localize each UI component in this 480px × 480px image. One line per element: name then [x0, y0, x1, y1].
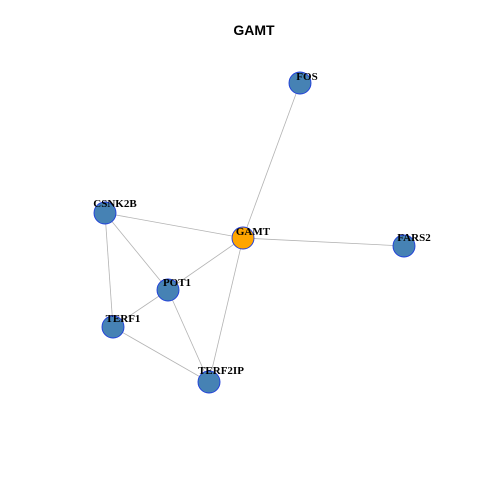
edge-gamt-fos [242, 82, 301, 239]
node-gamt[interactable] [231, 226, 255, 250]
edge-csnk2b-terf1 [104, 212, 114, 328]
nodes-layer [93, 71, 416, 394]
node-fars2[interactable] [392, 234, 416, 258]
edge-csnk2b-pot1 [104, 212, 169, 291]
node-label-csnk2b: CSNK2B [93, 198, 137, 210]
edge-gamt-terf2ip [208, 237, 244, 383]
edge-gamt-pot1 [167, 237, 244, 291]
node-fos[interactable] [288, 71, 312, 95]
node-label-fos: FOS [296, 71, 317, 83]
node-label-terf1: TERF1 [106, 313, 141, 325]
edge-gamt-csnk2b [104, 212, 244, 239]
edge-terf1-terf2ip [112, 326, 210, 383]
node-label-fars2: FARS2 [397, 232, 431, 244]
node-csnk2b[interactable] [93, 201, 117, 225]
diagram-title: GAMT [233, 22, 275, 38]
node-label-gamt: GAMT [236, 226, 271, 238]
node-terf1[interactable] [101, 315, 125, 339]
edge-gamt-fars2 [242, 237, 405, 247]
edge-pot1-terf2ip [167, 289, 210, 383]
node-terf2ip[interactable] [197, 370, 221, 394]
node-label-terf2ip: TERF2IP [198, 365, 244, 377]
node-label-pot1: POT1 [163, 277, 191, 289]
node-pot1[interactable] [156, 278, 180, 302]
